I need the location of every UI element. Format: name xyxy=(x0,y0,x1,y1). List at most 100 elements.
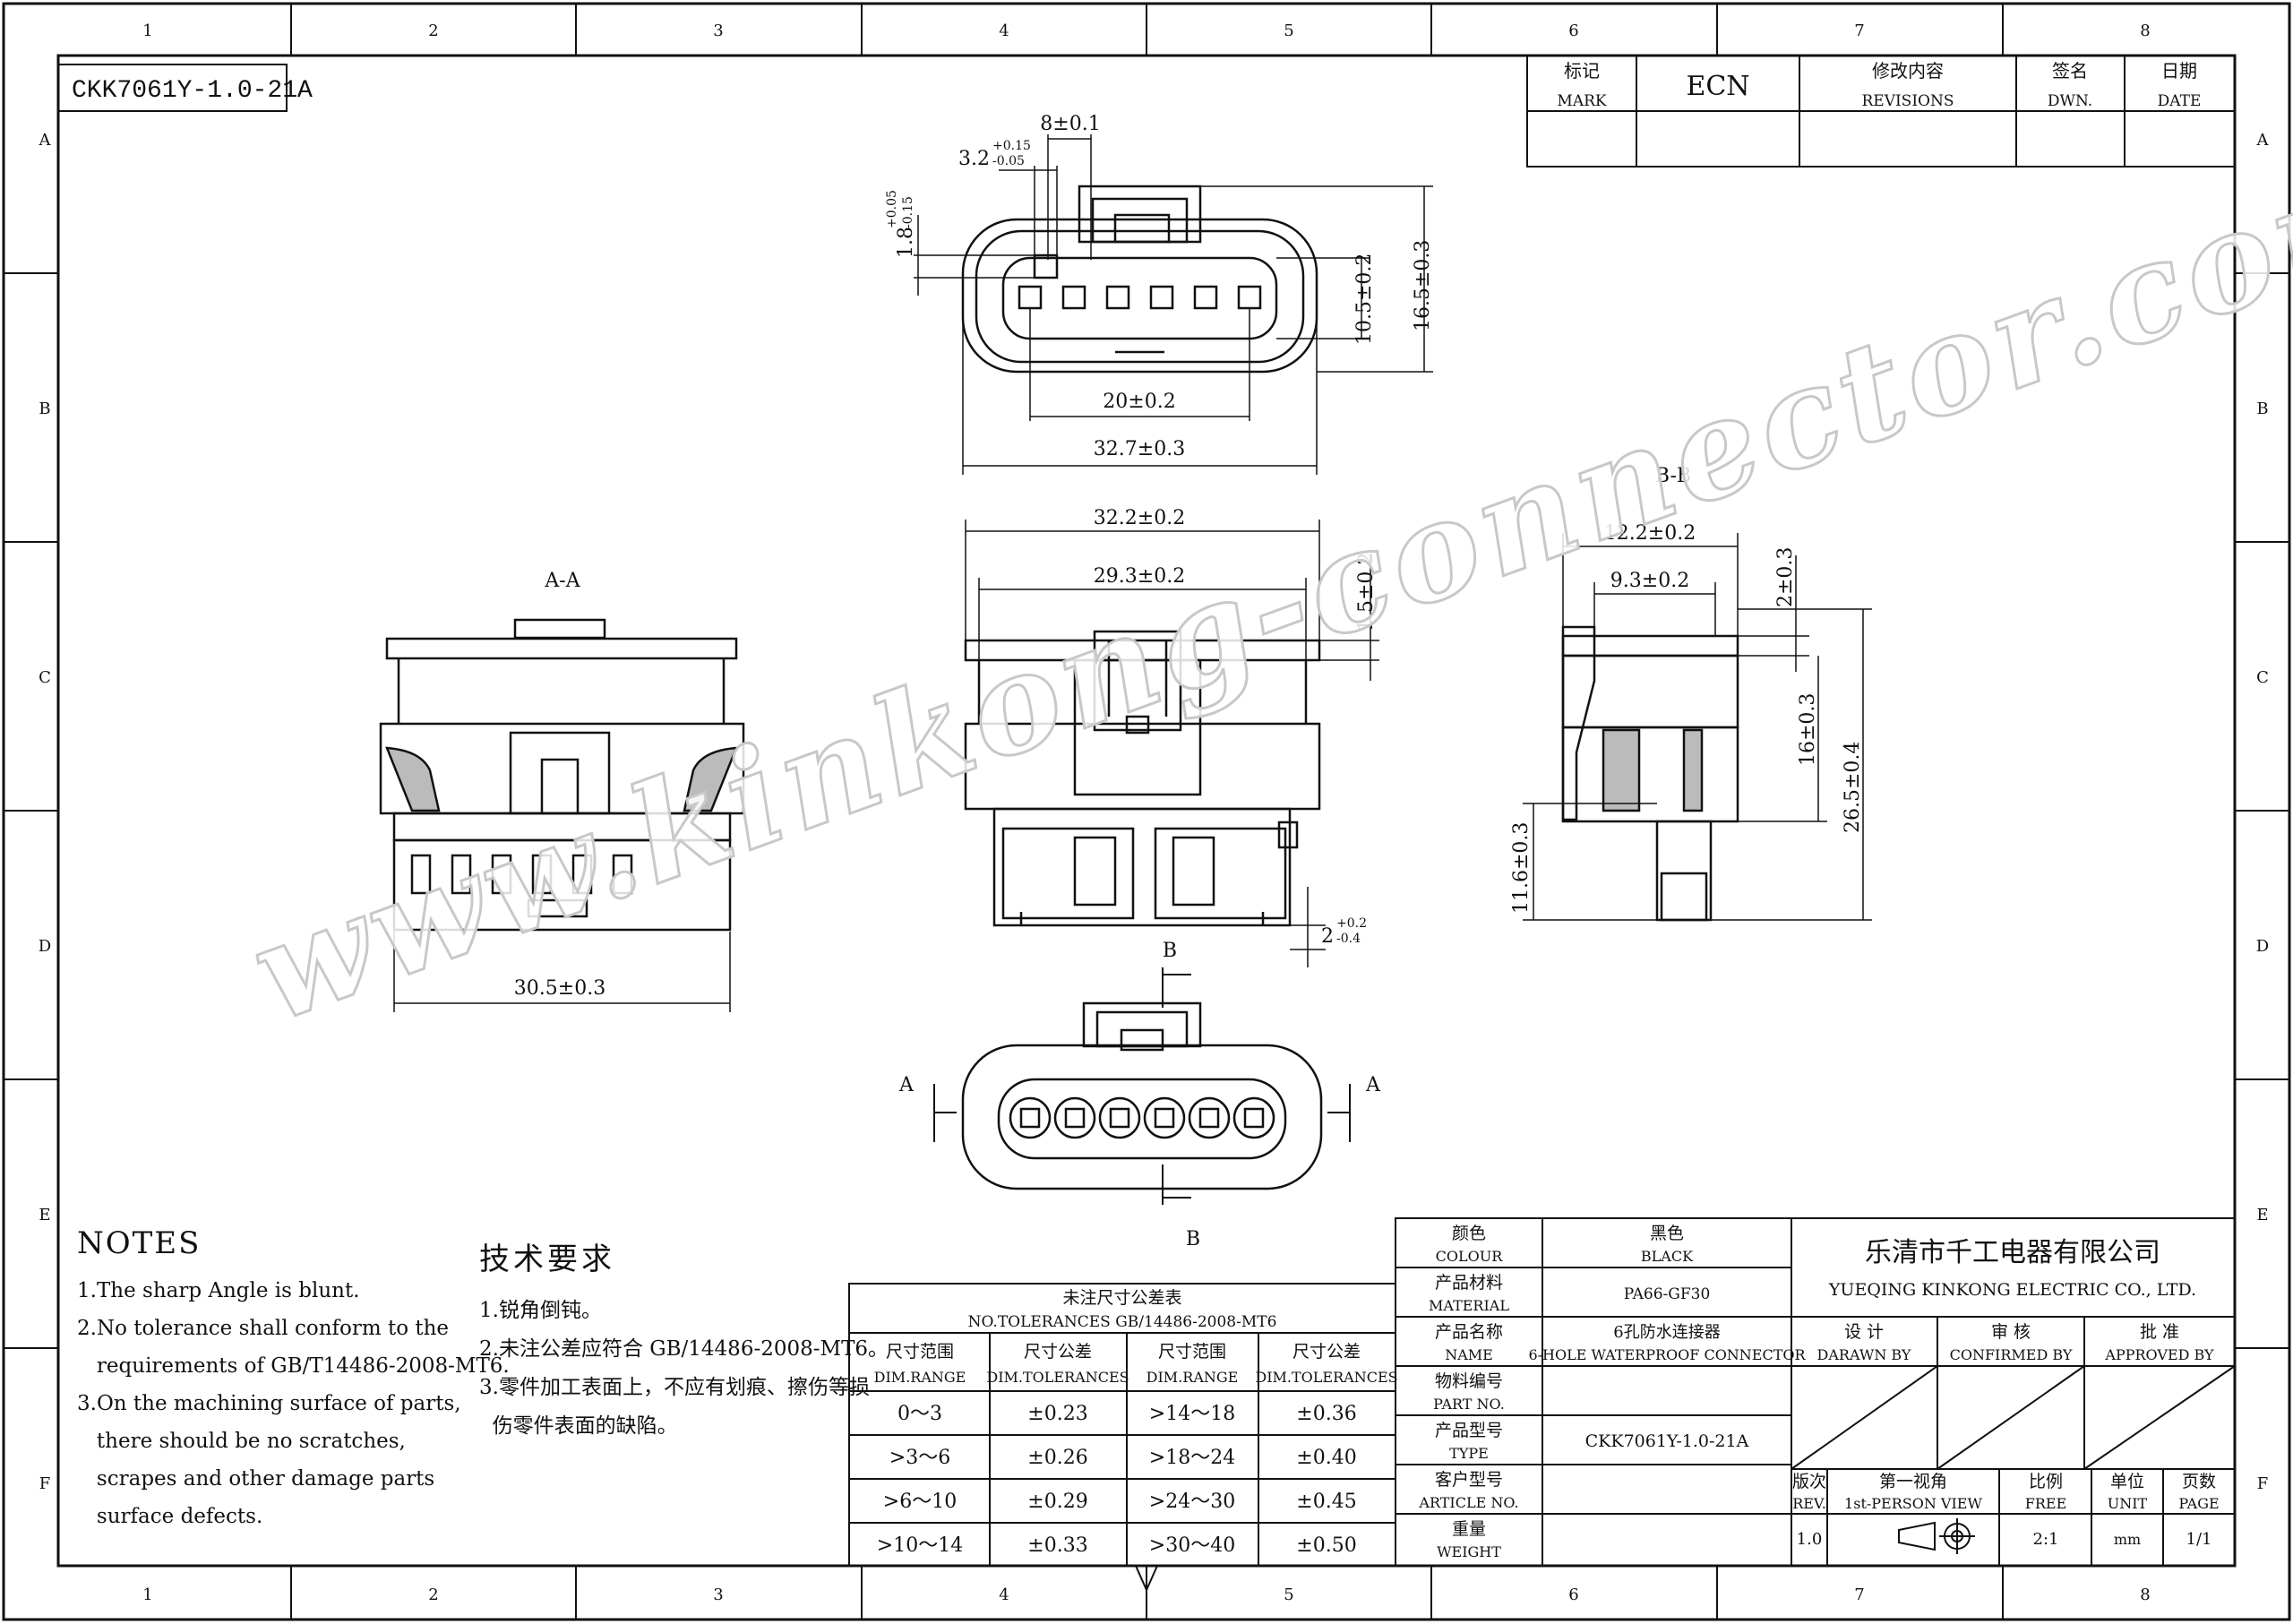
tolerance-table-text: 未注尺寸公差表 NO.TOLERANCES GB/14486-2008-MT6 … xyxy=(874,1288,1398,1557)
section-aa-view xyxy=(379,618,745,932)
zone-labels: 1 2 3 4 5 6 7 8 1 2 3 4 5 6 7 8 A B C D … xyxy=(39,21,2270,1604)
dim-top-pins-w: 20±0.2 xyxy=(1103,391,1175,413)
col-label-bottom-2: 2 xyxy=(428,1585,438,1604)
tol-r3-c2: >30～40 xyxy=(1149,1534,1235,1557)
rev-revisions-en: REVISIONS xyxy=(1861,92,1954,110)
tb-page-val: 1/1 xyxy=(2186,1530,2212,1549)
drawing-code: CKK7061Y-1.0-21A xyxy=(72,77,313,105)
tb-scale-en: FREE xyxy=(2025,1495,2067,1512)
tb-material-cn: 产品材料 xyxy=(1435,1273,1503,1293)
row-label-right-a: A xyxy=(2256,131,2270,150)
dim-top-latch-dn: -0.05 xyxy=(992,154,1025,168)
rev-mark-cn: 标记 xyxy=(1564,60,1600,82)
tb-approved-cn: 批 准 xyxy=(2140,1322,2179,1342)
marker-b-top: B xyxy=(1163,940,1177,962)
col-label-bottom-7: 7 xyxy=(1854,1585,1864,1604)
notes-line-6: scrapes and other damage parts xyxy=(77,1467,435,1491)
company-name-en: YUEQING KINKONG ELECTRIC CO., LTD. xyxy=(1828,1280,2196,1300)
dim-front-step: 2 xyxy=(1321,925,1334,948)
rev-ecn: ECN xyxy=(1686,71,1749,102)
rev-date-cn: 日期 xyxy=(2161,60,2197,82)
tb-page-cn: 页数 xyxy=(2182,1472,2216,1491)
label-section-bb: B-B xyxy=(1655,465,1691,487)
dim-aa-width: 30.5±0.3 xyxy=(514,977,605,1000)
tol-r1-c1: ±0.26 xyxy=(1027,1447,1087,1469)
tol-r0-c3: ±0.36 xyxy=(1296,1403,1356,1425)
dim-top-total-w: 32.7±0.3 xyxy=(1094,438,1185,460)
tol-h2-cn: 尺寸范围 xyxy=(1158,1342,1226,1362)
notes-list: 1.The sharp Angle is blunt. 2.No toleran… xyxy=(77,1279,510,1542)
row-label-right-b: B xyxy=(2256,400,2268,418)
tb-type-val: CKK7061Y-1.0-21A xyxy=(1585,1431,1749,1451)
col-label-top-6: 6 xyxy=(1568,21,1578,40)
notes-line-3: requirements of GB/T14486-2008-MT6. xyxy=(77,1354,510,1378)
notes-line-2: 2.No tolerance shall conform to the xyxy=(77,1317,450,1340)
section-marker-labels: A A B B xyxy=(898,940,1381,1250)
dim-front-outer-w: 32.2±0.2 xyxy=(1094,507,1185,529)
col-label-bottom-1: 1 xyxy=(142,1585,152,1604)
tb-colour-cn: 颜色 xyxy=(1452,1224,1486,1243)
row-label-right-f: F xyxy=(2257,1474,2269,1493)
notes-title: NOTES xyxy=(77,1225,202,1261)
col-label-top-1: 1 xyxy=(142,21,152,40)
drawing-code-box xyxy=(57,64,288,112)
rev-mark-en: MARK xyxy=(1557,92,1606,110)
tech-requirements-list: 1.锐角倒钝。 2.未注公差应符合 GB/14486-2008-MT6。 3.零… xyxy=(479,1293,889,1447)
tol-h0-cn: 尺寸范围 xyxy=(886,1342,954,1362)
tb-rev-cn: 版次 xyxy=(1792,1472,1826,1491)
tb-scale-val: 2:1 xyxy=(2033,1530,2059,1549)
tol-r3-c0: >10～14 xyxy=(877,1534,963,1557)
row-label-right-e: E xyxy=(2256,1206,2268,1224)
title-block-text: 颜色 COLOUR 黑色 BLACK 产品材料 MATERIAL PA66-GF… xyxy=(1418,1224,2219,1560)
tb-type-en: TYPE xyxy=(1449,1445,1489,1462)
tb-name-cn: 产品名称 xyxy=(1435,1322,1503,1342)
top-view xyxy=(961,185,1318,374)
tol-title-en: NO.TOLERANCES GB/14486-2008-MT6 xyxy=(968,1313,1277,1331)
tb-colour-val-cn: 黑色 xyxy=(1650,1224,1684,1243)
dim-top-side: 1.8 xyxy=(895,227,917,258)
tb-name-val-en: 6-HOLE WATERPROOF CONNECTOR xyxy=(1528,1346,1806,1363)
col-label-bottom-4: 4 xyxy=(999,1585,1009,1604)
front-view-dims xyxy=(965,520,1379,967)
tol-h1-cn: 尺寸公差 xyxy=(1024,1342,1092,1362)
row-label-left-c: C xyxy=(39,668,51,687)
dim-bb-inner-w: 9.3±0.2 xyxy=(1610,570,1689,592)
col-label-top-3: 3 xyxy=(713,21,723,40)
dim-bb-total-h: 26.5±0.4 xyxy=(1842,742,1864,833)
tb-drawn-cn: 设 计 xyxy=(1844,1322,1884,1342)
tb-unit-en: UNIT xyxy=(2108,1495,2148,1512)
dim-front-step-up: +0.2 xyxy=(1336,916,1367,931)
dim-bb-top: 2±0.3 xyxy=(1774,547,1797,607)
front-view-labels: 32.2±0.2 29.3±0.2 1.5±0.2 2 +0.2 -0.4 xyxy=(1094,507,1378,948)
notes-line-1: 1.The sharp Angle is blunt. xyxy=(77,1279,360,1302)
marker-a-left: A xyxy=(898,1074,915,1096)
tech-line-1: 1.锐角倒钝。 xyxy=(479,1299,602,1322)
tb-type-cn: 产品型号 xyxy=(1435,1421,1503,1440)
section-bb-view xyxy=(1561,625,1739,922)
tb-confirmed-cn: 审 核 xyxy=(1991,1322,2031,1342)
row-label-left-d: D xyxy=(39,937,51,956)
front-view xyxy=(964,630,1321,927)
col-label-bottom-3: 3 xyxy=(713,1585,723,1604)
tol-r0-c1: ±0.23 xyxy=(1027,1403,1087,1425)
row-label-left-e: E xyxy=(39,1206,50,1224)
col-label-top-5: 5 xyxy=(1284,21,1293,40)
dim-front-step-dn: -0.4 xyxy=(1336,932,1361,946)
tech-line-4: 伤零件表面的缺陷。 xyxy=(479,1414,678,1438)
face-pin-cavities xyxy=(1009,1096,1275,1139)
tb-view-en: 1st-PERSON VIEW xyxy=(1844,1495,1982,1512)
tb-unit-val: mm xyxy=(2114,1531,2141,1548)
row-label-left-b: B xyxy=(39,400,50,418)
dim-top-side-up: +0.05 xyxy=(885,190,899,228)
zone-dividers xyxy=(4,4,2289,1620)
top-view-dims xyxy=(914,134,1433,475)
face-view xyxy=(961,1001,1323,1190)
tb-scale-cn: 比例 xyxy=(2029,1472,2063,1491)
tb-approved-en: APPROVED BY xyxy=(2104,1346,2214,1363)
tb-partno-cn: 物料编号 xyxy=(1435,1371,1503,1391)
tol-r2-c2: >24～30 xyxy=(1149,1491,1235,1513)
tb-partno-en: PART NO. xyxy=(1433,1396,1505,1413)
tb-material-en: MATERIAL xyxy=(1429,1297,1509,1314)
first-angle-symbol xyxy=(1898,1518,1975,1554)
dim-bb-low: 11.6±0.3 xyxy=(1510,822,1533,914)
